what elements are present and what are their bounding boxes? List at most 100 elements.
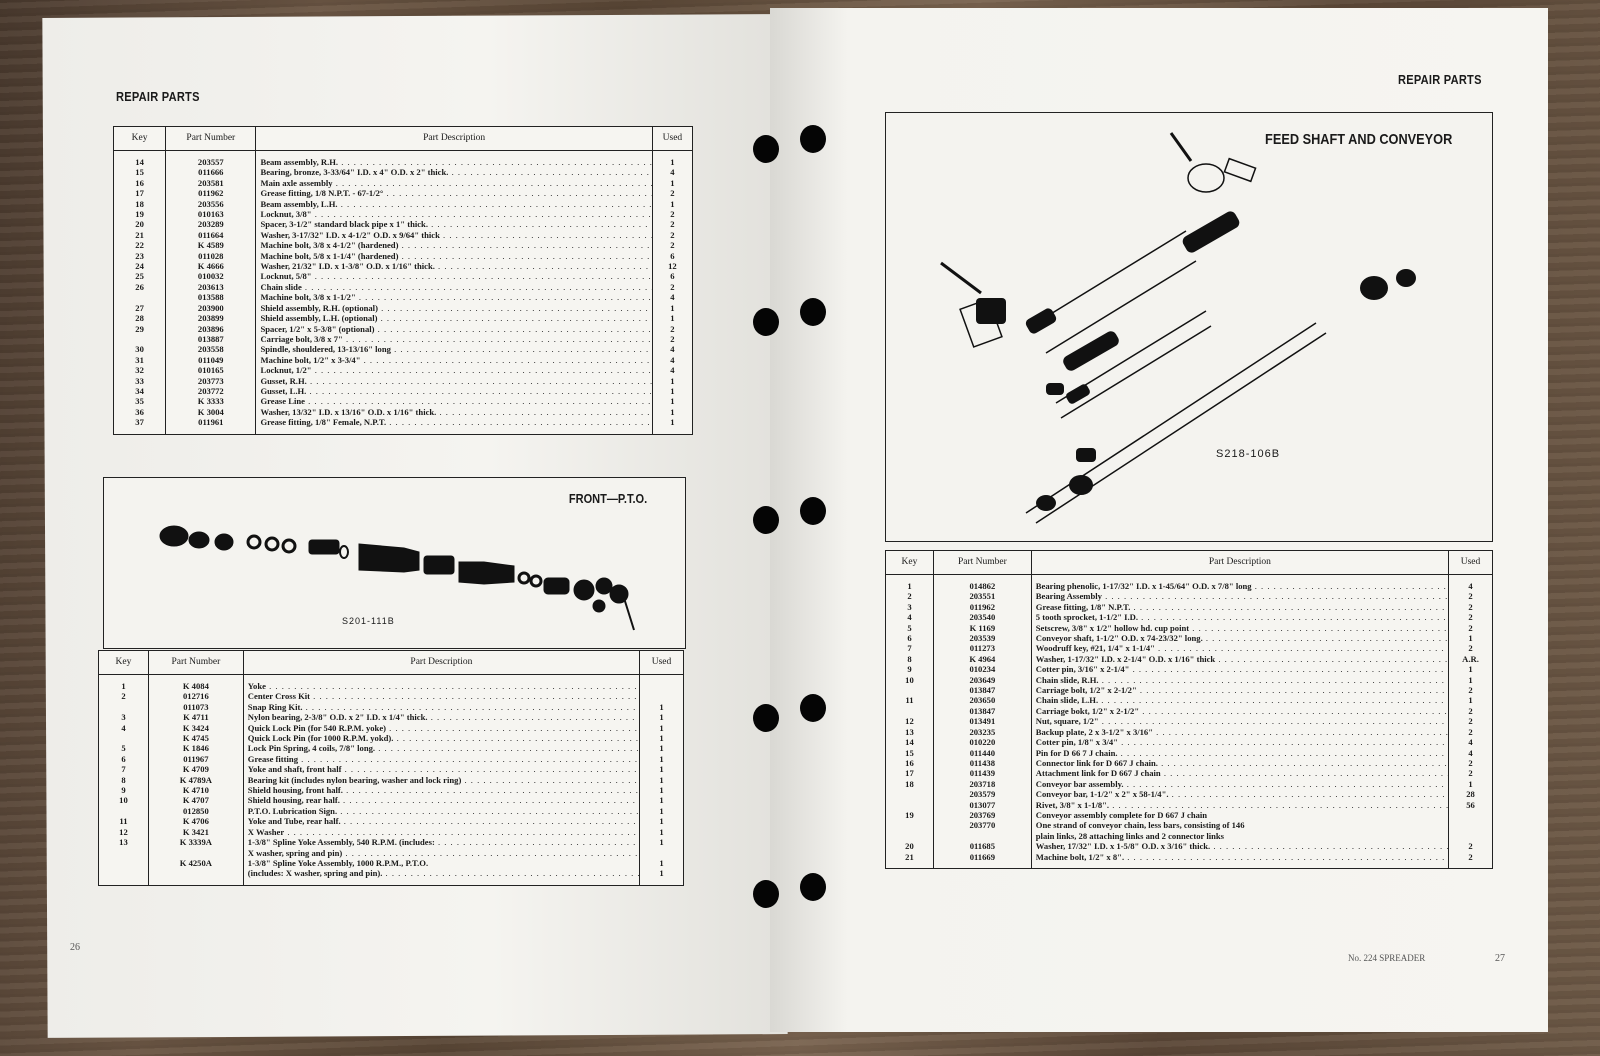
description-cell: plain links, 28 attaching links and 2 co… bbox=[1030, 830, 1450, 842]
description-cell: Nylon bearing, 2-3/8" O.D. x 2" I.D. x 1… bbox=[242, 712, 641, 723]
used-cell bbox=[639, 691, 684, 702]
key-cell: 6 bbox=[885, 633, 934, 644]
used-cell: 1 bbox=[651, 302, 694, 314]
description-cell: Cotter pin, 3/16" x 2-1/4" bbox=[1030, 664, 1450, 675]
key-cell: 10 bbox=[885, 674, 934, 686]
key-cell bbox=[885, 820, 934, 831]
description-cell: Chain slide bbox=[255, 281, 653, 293]
description-cell: Main axle assembly bbox=[255, 177, 653, 189]
used-cell: 6 bbox=[651, 250, 694, 262]
used-cell: 4 bbox=[651, 354, 694, 366]
description-cell: Shield assembly, R.H. (optional) bbox=[255, 302, 653, 314]
used-cell: 1 bbox=[639, 774, 684, 786]
key-cell: 8 bbox=[98, 774, 149, 786]
table-row: (includes: X washer, spring and pin).1 bbox=[98, 868, 684, 886]
key-cell: 20 bbox=[112, 219, 167, 230]
description-cell: Machine bolt, 5/8 x 1-1/4" (hardened) bbox=[255, 250, 653, 262]
used-cell bbox=[639, 847, 684, 858]
conveyor-diagram-title: FEED SHAFT AND CONVEYOR bbox=[1264, 131, 1452, 148]
key-cell bbox=[885, 789, 934, 800]
description-cell: Yoke and Tube, rear half. bbox=[242, 816, 641, 827]
key-cell bbox=[98, 805, 149, 817]
binder-hole bbox=[800, 298, 826, 326]
key-cell: 32 bbox=[112, 365, 167, 376]
key-cell bbox=[98, 701, 149, 713]
column-header-used: Used bbox=[651, 126, 694, 151]
part-number-cell: K 1169 bbox=[932, 622, 1032, 634]
used-cell: 1 bbox=[651, 417, 694, 435]
part-number-cell: 011962 bbox=[932, 601, 1032, 613]
description-cell: Washer, 3-17/32" I.D. x 4-1/2" O.D. x 9/… bbox=[255, 229, 653, 241]
description-cell: 1-3/8" Spline Yoke Assembly, 1000 R.P.M.… bbox=[242, 857, 641, 869]
key-cell bbox=[885, 685, 934, 696]
part-number-cell: 203581 bbox=[165, 177, 257, 189]
description-cell: Spindle, shouldered, 13-13/16" long bbox=[255, 344, 653, 355]
part-number-cell: 203539 bbox=[932, 633, 1032, 644]
key-cell: 21 bbox=[112, 229, 167, 241]
used-cell: 1 bbox=[639, 837, 684, 848]
key-cell: 2 bbox=[98, 691, 149, 702]
part-number-cell: 010220 bbox=[932, 737, 1032, 748]
key-cell: 31 bbox=[112, 354, 167, 366]
used-cell: 28 bbox=[1448, 789, 1493, 800]
key-cell: 15 bbox=[885, 747, 934, 758]
description-cell: Bearing Assembly bbox=[1030, 591, 1450, 602]
part-number-cell: 010234 bbox=[932, 664, 1032, 675]
key-cell: 4 bbox=[885, 612, 934, 623]
part-number-cell: 013887 bbox=[165, 333, 257, 345]
key-cell: 7 bbox=[98, 764, 149, 775]
used-cell: 4 bbox=[651, 167, 694, 178]
part-number-cell bbox=[147, 847, 244, 858]
description-cell: Woodruff key, #21, 1/4" x 1-1/4" bbox=[1030, 643, 1450, 654]
description-cell: Setscrew, 3/8" x 1/2" hollow hd. cup poi… bbox=[1030, 622, 1450, 634]
description-cell: Shield assembly, L.H. (optional) bbox=[255, 313, 653, 324]
description-cell: Grease fitting, 1/8" Female, N.P.T. bbox=[255, 417, 653, 435]
description-cell: Washer, 1-17/32" I.D. x 2-1/4" O.D. x 1/… bbox=[1030, 653, 1450, 665]
description-cell: Snap Ring Kit. bbox=[242, 701, 641, 713]
part-number-cell: 011664 bbox=[165, 229, 257, 241]
pto-diagram: FRONT—P.T.O. S201-111B bbox=[103, 477, 686, 649]
key-cell: 1 bbox=[885, 574, 934, 592]
part-number-cell: 203579 bbox=[932, 789, 1032, 800]
part-number-cell: K 4709 bbox=[147, 764, 244, 775]
part-number-cell: 011049 bbox=[165, 354, 257, 366]
used-cell: 1 bbox=[639, 712, 684, 723]
part-number-cell: 011961 bbox=[165, 417, 257, 435]
key-cell: 22 bbox=[112, 240, 167, 251]
description-cell: Cotter pin, 1/8" x 3/4" bbox=[1030, 737, 1450, 748]
part-number-cell: 011273 bbox=[932, 643, 1032, 654]
column-header-part-description: Part Description bbox=[242, 650, 641, 675]
description-cell: Conveyor bar, 1-1/2" x 2" x 58-1/4". bbox=[1030, 789, 1450, 800]
column-header-used: Used bbox=[1448, 550, 1493, 575]
description-cell: Beam assembly, R.H. bbox=[255, 150, 653, 168]
part-number-cell: K 3424 bbox=[147, 722, 244, 734]
part-number-cell: 011685 bbox=[932, 841, 1032, 852]
part-number-cell: K 1846 bbox=[147, 743, 244, 754]
part-number-cell: 012850 bbox=[147, 805, 244, 817]
used-cell: 56 bbox=[1448, 799, 1493, 810]
used-cell: 4 bbox=[1448, 574, 1493, 592]
description-cell: Gusset, R.H. bbox=[255, 375, 653, 386]
used-cell: 1 bbox=[651, 375, 694, 386]
key-cell bbox=[98, 868, 149, 886]
part-number-cell: 203770 bbox=[932, 820, 1032, 831]
description-cell: Pin for D 66 7 J chain. bbox=[1030, 747, 1450, 758]
